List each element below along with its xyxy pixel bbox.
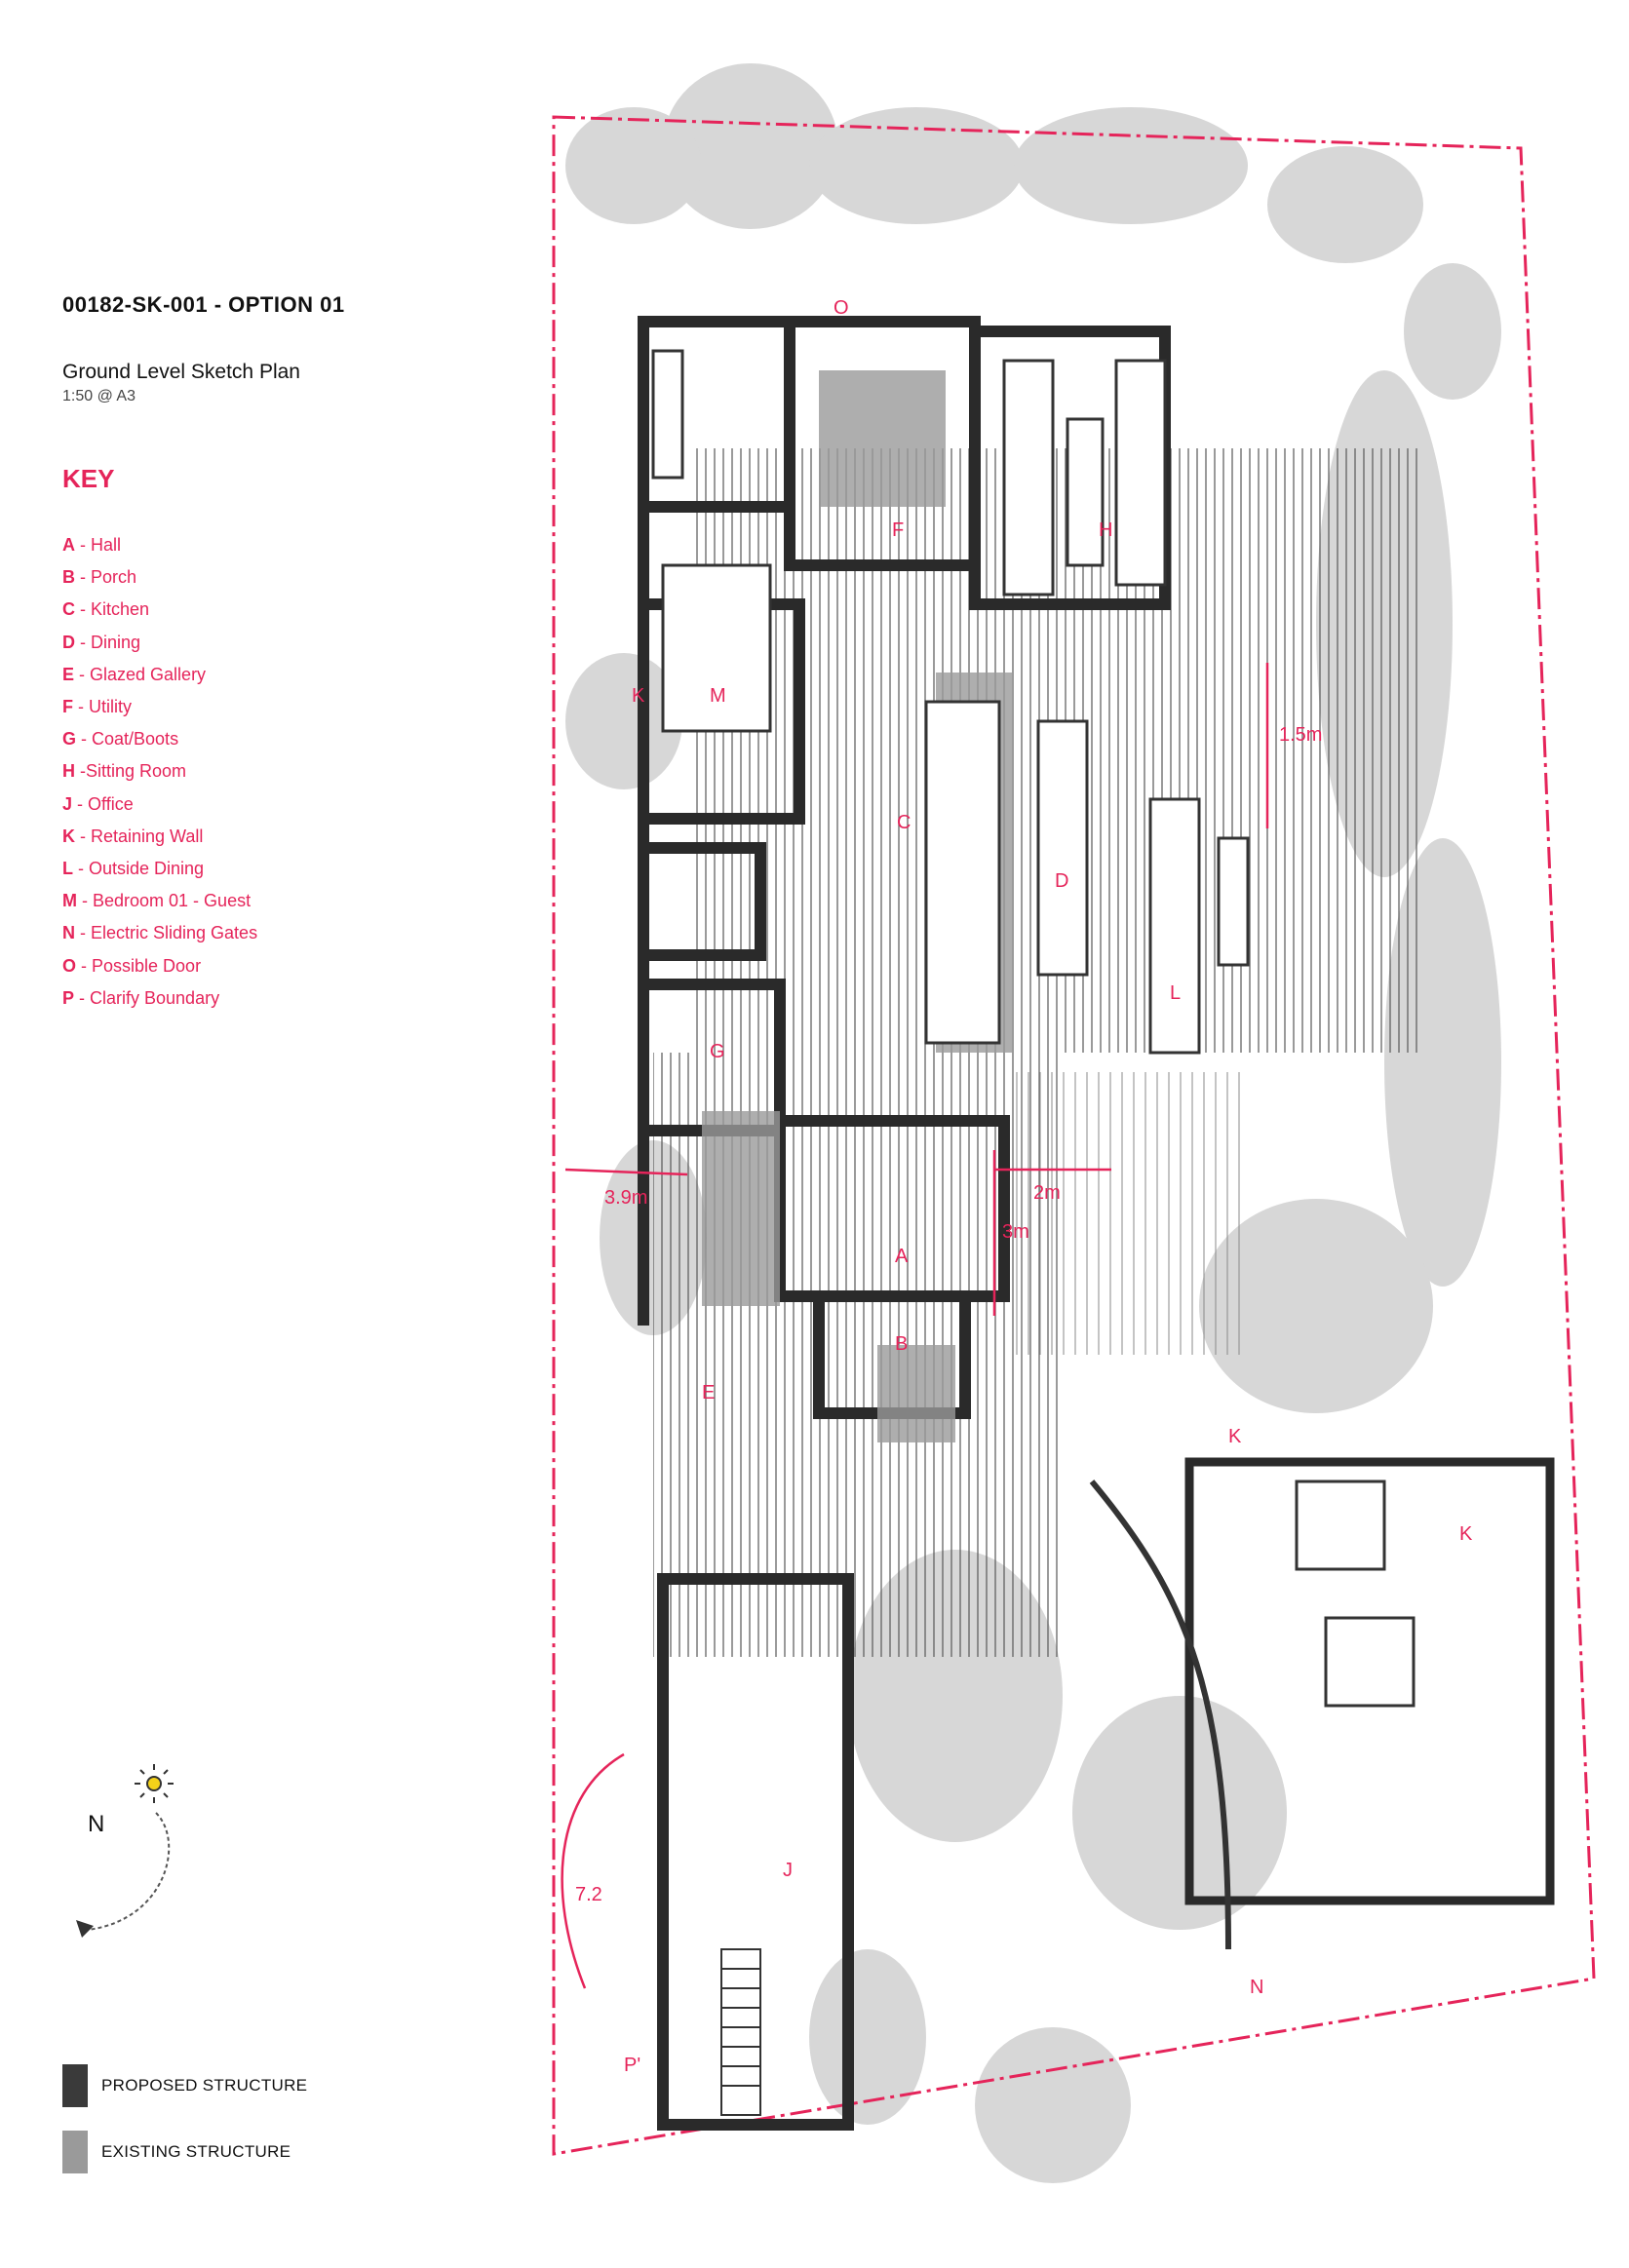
plan-scale: 1:50 @ A3 <box>62 388 136 404</box>
room-label-e: E <box>702 1382 715 1403</box>
room-label-a: A <box>895 1246 909 1267</box>
dimension-label: 1.5m <box>1279 724 1322 746</box>
key-item: A - Hall <box>62 535 122 555</box>
plan-title: Ground Level Sketch Plan <box>62 361 300 383</box>
room-label-l: L <box>1170 982 1181 1004</box>
existing-swatch <box>62 2131 88 2173</box>
proposed-swatch <box>62 2064 88 2107</box>
room-label-k: K <box>1459 1523 1473 1545</box>
room-label-m: M <box>710 685 726 707</box>
legend-label: EXISTING STRUCTURE <box>101 2142 291 2161</box>
room-label-g: G <box>710 1041 725 1062</box>
room-label-b: B <box>895 1333 908 1355</box>
drawing-number: 00182-SK-001 - OPTION 01 <box>62 292 345 317</box>
dimension-label: 3m <box>1002 1221 1029 1243</box>
room-label-n: N <box>1250 1977 1263 1998</box>
dimension-label: 2m <box>1033 1182 1061 1204</box>
key-item: K - Retaining Wall <box>62 826 204 846</box>
key-item: C - Kitchen <box>62 599 150 620</box>
staircase <box>720 1948 761 2116</box>
north-label: N <box>88 1811 105 1837</box>
key-item: E - Glazed Gallery <box>62 664 207 684</box>
key-item: F - Utility <box>62 697 132 717</box>
room-label-j: J <box>783 1860 793 1881</box>
key-item: G - Coat/Boots <box>62 729 179 750</box>
north-arrow: N <box>58 1725 214 1969</box>
legend-label: PROPOSED STRUCTURE <box>101 2076 308 2095</box>
dimension-label: 3.9m <box>604 1187 647 1209</box>
key-item: M - Bedroom 01 - Guest <box>62 891 252 911</box>
key-heading: KEY <box>62 464 115 493</box>
key-item: D - Dining <box>62 632 141 652</box>
sun-path-icon <box>76 1764 174 1938</box>
room-label-d: D <box>1055 870 1068 892</box>
driveway-curve <box>1089 1480 1231 1950</box>
key-item: L - Outside Dining <box>62 859 205 879</box>
title-block: 00182-SK-001 - OPTION 01 Ground Level Sk… <box>62 292 472 1015</box>
dimension-label: 7.2 <box>575 1884 602 1905</box>
key-item: B - Porch <box>62 567 137 588</box>
room-label-k: K <box>1228 1426 1242 1447</box>
key-item: O - Possible Door <box>62 955 202 976</box>
key-item: N - Electric Sliding Gates <box>62 923 258 943</box>
furniture <box>651 349 1416 1708</box>
room-label-c: C <box>897 812 911 833</box>
dimension-lines <box>561 663 1269 1989</box>
room-label-k: K <box>632 685 645 707</box>
room-label-o: O <box>834 297 849 319</box>
room-label-f: F <box>892 519 904 541</box>
key-item: P - Clarify Boundary <box>62 987 220 1008</box>
room-label-h: H <box>1099 519 1112 541</box>
ground-floor-sketch-plan: 1.5m 2m 3m 3.9m 7.2 O F H K M C D L G A … <box>552 63 1596 2183</box>
legend-item-existing: EXISTING STRUCTURE <box>62 2131 307 2173</box>
site-boundary <box>552 115 1596 2156</box>
legend-item-proposed: PROPOSED STRUCTURE <box>62 2064 307 2107</box>
legend: PROPOSED STRUCTURE EXISTING STRUCTURE <box>62 2064 307 2197</box>
key-list: A - Hall B - Porch C - Kitchen D - Dinin… <box>62 529 472 1015</box>
key-item: H -Sitting Room <box>62 761 187 782</box>
room-label-p: P' <box>624 2055 640 2076</box>
key-item: J - Office <box>62 793 134 814</box>
